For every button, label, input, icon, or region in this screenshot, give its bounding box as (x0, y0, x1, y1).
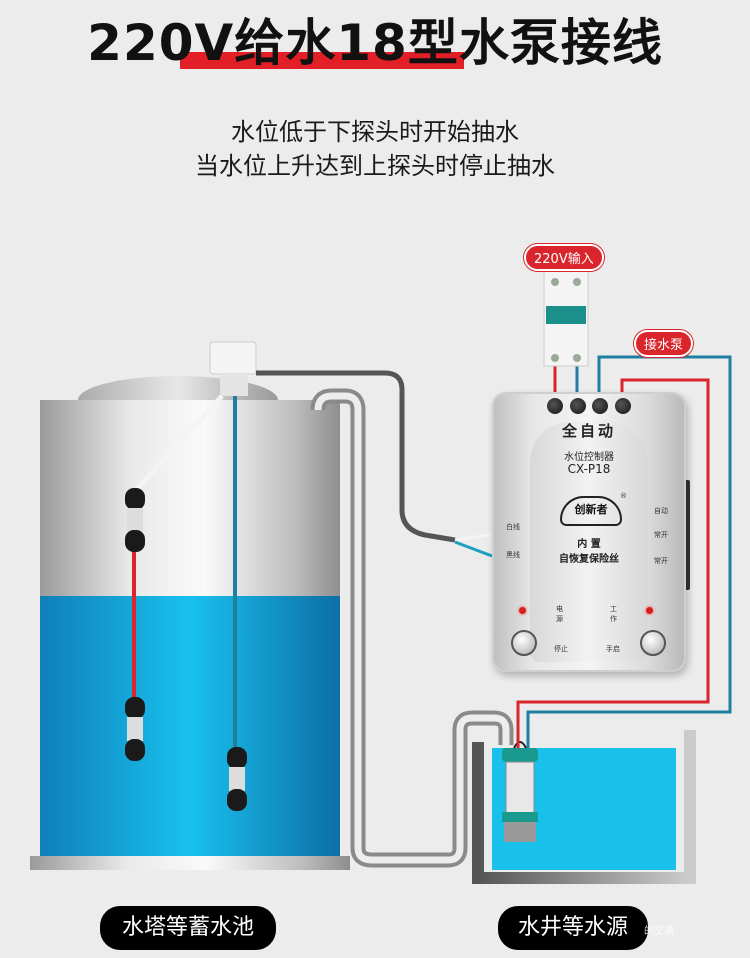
submersible-pump (502, 741, 538, 842)
right-label-3: 常开 (654, 557, 668, 565)
breaker-switch[interactable] (546, 306, 586, 324)
upper-probe (125, 488, 145, 552)
pump-connection-label: 接水泵 (634, 330, 694, 357)
right-label-2: 常开 (654, 531, 668, 539)
work-led-label: 工作 (610, 605, 617, 623)
terminal-4 (615, 398, 631, 414)
sensor-cap (209, 341, 257, 375)
controller-center-panel (530, 422, 648, 662)
tank-rim (40, 400, 340, 422)
tank-body (40, 418, 340, 596)
terminal-2 (570, 398, 586, 414)
controller-model: CX-P18 (567, 462, 611, 476)
white-wire-terminal (454, 533, 491, 542)
blue-wire-terminal (454, 540, 493, 558)
power-input-label: 220V输入 (524, 244, 604, 271)
tank-base (30, 856, 350, 870)
sensor-cable (256, 370, 456, 543)
lower-probe (227, 747, 247, 811)
manual-start-button[interactable] (640, 630, 666, 656)
source-caption: 水井等水源 (498, 906, 648, 950)
circuit-breaker (543, 269, 589, 367)
terminal-3 (592, 398, 608, 414)
description-line-2: 当水位上升达到上探头时停止抽水 (195, 152, 555, 180)
pump-wire-red (516, 378, 710, 748)
terminal-1 (547, 398, 563, 414)
power-led (519, 607, 526, 614)
sensor-cap-thread (220, 374, 248, 396)
work-led (646, 607, 653, 614)
stop-button-label: 停止 (554, 645, 568, 653)
left-wire-label-2: 黑线 (506, 551, 520, 559)
right-label-1: 自动 (654, 507, 668, 515)
registered-mark: ® (620, 492, 627, 500)
white-wire-upper (134, 394, 224, 492)
brand-logo: 创新者 (560, 496, 622, 526)
feature-line-2: 自恢复保险丝 (559, 554, 619, 565)
outlet-pipe (310, 388, 514, 868)
tank-caption: 水塔等蓄水池 (100, 906, 276, 950)
pump-wire-blue (526, 355, 732, 748)
stop-button[interactable] (511, 630, 537, 656)
middle-probe (125, 697, 145, 761)
title-underline-bar (180, 52, 464, 69)
page-title: 220V给水18型水泵接线 (87, 14, 663, 72)
left-wire-label-1: 白线 (506, 523, 520, 531)
feature-line-1: 内 置 (577, 539, 601, 550)
controller-name: 水位控制器 (564, 452, 614, 463)
power-led-label: 电源 (556, 605, 563, 623)
water-tower-tank (30, 376, 350, 870)
watermark: 的交通 (644, 926, 674, 937)
description-line-1: 水位低于下探头时开始抽水 (231, 118, 519, 146)
tank-water (40, 596, 340, 858)
manual-button-label: 手启 (606, 645, 620, 653)
water-level-controller: 全自动 水位控制器 CX-P18 创新者 ® 内 置 自恢复保险丝 白线 黑线 … (492, 392, 686, 672)
controller-mode: 全自动 (561, 422, 616, 440)
